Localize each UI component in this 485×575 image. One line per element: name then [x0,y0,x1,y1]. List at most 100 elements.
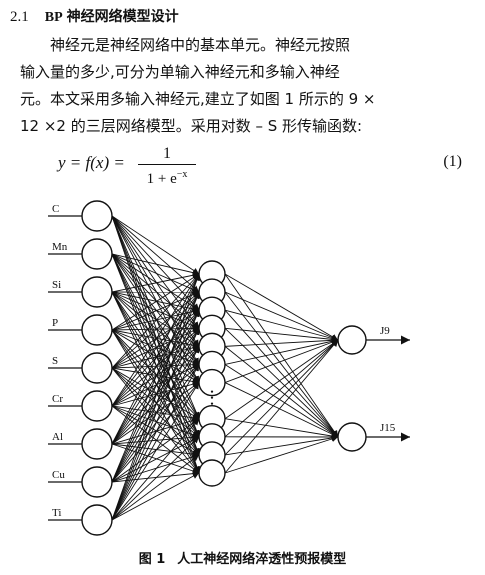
hidden-output-connection [224,339,339,383]
input-hidden-connection [111,273,200,407]
input-label: Ti [52,507,61,519]
input-hidden-connection [111,345,200,407]
input-label: Si [52,279,61,291]
hidden-output-connection [224,339,339,438]
input-neuron [81,390,113,422]
input-hidden-connection [111,215,200,293]
input-hidden-connection [111,291,200,329]
input-hidden-connection [111,367,200,438]
input-hidden-connection [111,291,200,365]
input-hidden-connection [111,364,200,521]
ellipsis-dot [210,390,214,393]
input-hidden-connection [111,367,200,385]
input-neuron [81,238,113,270]
input-hidden-connection [111,327,200,407]
input-neuron [81,352,113,384]
input-hidden-connection [111,361,200,369]
input-hidden-connection [111,325,200,332]
hidden-output-connection [224,339,339,456]
equation: y = f(x) = 1 1 + e−x (1) [58,145,478,188]
input-hidden-connection [111,329,200,349]
hidden-output-connection [224,291,339,341]
input-hidden-connection [111,291,200,369]
input-neuron [81,504,113,536]
input-hidden-connection [111,291,200,419]
input-hidden-connection [111,405,200,421]
input-hidden-connection [111,453,200,483]
equation-lhs: y = f(x) = [58,153,125,172]
input-hidden-connection [111,273,200,521]
input-hidden-connection [111,291,200,456]
figure-number: 图 1 [138,552,166,567]
ellipsis-dot [210,402,214,405]
input-hidden-connection [111,381,200,407]
input-hidden-connection [111,215,200,275]
hidden-output-connection [224,309,339,438]
hidden-output-connection [224,418,339,440]
input-hidden-connection [111,291,200,312]
input-hidden-connection [111,327,200,369]
input-label: Al [52,431,63,443]
input-hidden-connection [111,310,200,521]
input-hidden-connection [111,329,200,383]
hidden-output-connection [224,273,339,438]
input-label: Mn [52,241,68,253]
hidden-output-connection [224,382,339,438]
hidden-output-connection [224,339,339,420]
input-hidden-connection [111,328,200,521]
output-neuron [337,422,367,452]
input-hidden-connection [111,215,200,311]
input-hidden-connection [111,418,200,521]
input-neuron [81,466,113,498]
paragraph-line-3: 元。本文采用多输入神经元,建立了如图 1 所示的 9 × [20,90,376,108]
input-hidden-connection [111,253,200,276]
input-hidden-connection [111,215,200,419]
input-hidden-connection [111,418,200,483]
input-neuron [81,276,113,308]
input-hidden-connection [111,443,200,474]
input-hidden-connection [111,454,200,521]
input-hidden-connection [111,291,200,331]
figure-caption-text: 人工神经网络淬透性预报模型 [177,552,347,567]
input-label: P [52,317,58,329]
input-hidden-connection [111,253,200,456]
hidden-output-connection [224,338,339,365]
input-hidden-connection [111,382,200,445]
input-hidden-connection [111,291,200,347]
hidden-output-connection [224,291,339,438]
equation-number: (1) [443,153,462,170]
input-hidden-connection [111,291,200,483]
input-hidden-connection [111,436,200,521]
input-neuron [81,314,113,346]
hidden-neuron [198,368,226,397]
input-label: Cr [52,393,63,405]
hidden-output-connection [224,346,339,438]
ellipsis-dot [210,396,214,399]
input-label: C [52,203,59,215]
input-hidden-connection [111,367,200,420]
equation-fraction: 1 1 + e−x [138,145,196,188]
section-title: 神经网络模型设计 [66,9,179,25]
input-hidden-connection [111,344,200,369]
hidden-output-connection [224,339,339,474]
input-hidden-connection [111,291,200,521]
input-hidden-connection [111,291,200,407]
output-label: J9 [380,325,390,337]
input-hidden-connection [111,273,200,369]
figure-caption: 图 1 人工神经网络淬透性预报模型 [0,548,485,567]
input-hidden-connection [111,367,200,474]
input-hidden-connection [111,308,200,331]
equation-numerator: 1 [163,145,171,162]
input-hidden-connection [111,434,200,445]
input-label: Cu [52,469,65,481]
input-hidden-connection [111,253,200,293]
input-hidden-connection [111,309,200,369]
hidden-output-connection [224,364,339,438]
paragraph-line-1: 神经元是神经网络中的基本单元。神经元按照 [20,36,351,54]
input-hidden-connection [111,291,200,438]
input-hidden-connection [111,405,200,438]
equation-denominator: 1 + e−x [138,166,196,188]
input-hidden-connection [111,367,200,456]
